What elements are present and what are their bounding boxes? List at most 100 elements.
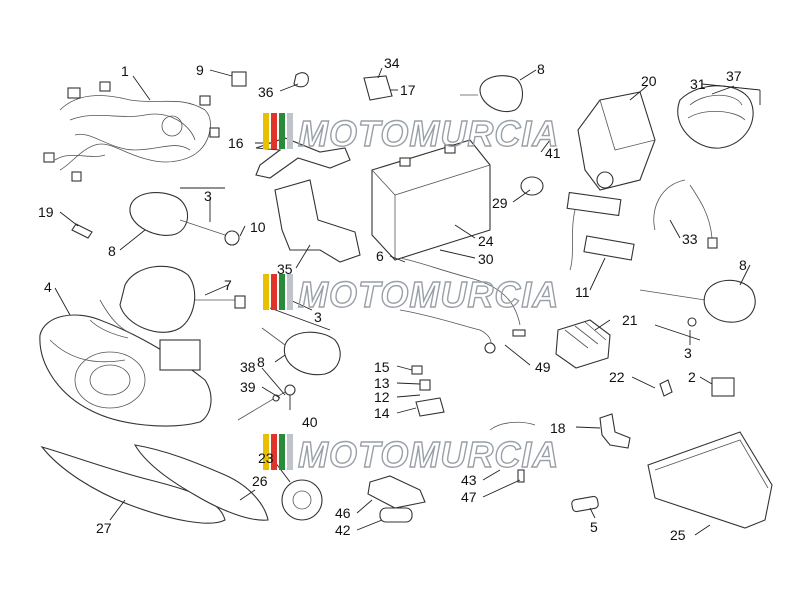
- callout-9: 9: [196, 62, 204, 78]
- callout-24: 24: [478, 233, 494, 249]
- callout-5: 5: [590, 519, 598, 535]
- watermark-top: MOTOMURCIA: [263, 112, 559, 155]
- bracket-part-18: [599, 413, 631, 449]
- leader-lines: [54, 67, 761, 536]
- headlight-part: [39, 314, 212, 427]
- callout-29: 29: [492, 195, 508, 211]
- tail-wire-part: [653, 179, 713, 239]
- callout-41: 41: [545, 145, 561, 161]
- watermark-text: MOTOMURCIA: [298, 274, 559, 315]
- headlight-housing-part: [89, 265, 246, 339]
- cover-part-26: [133, 444, 269, 521]
- callout-46: 46: [335, 505, 351, 521]
- callout-11: 11: [575, 284, 590, 300]
- callout-3-right: 3: [684, 345, 692, 361]
- callout-33: 33: [682, 231, 698, 247]
- callout-4: 4: [44, 279, 52, 295]
- watermark-stripe: [287, 113, 293, 149]
- callout-25: 25: [670, 527, 686, 543]
- callout-1: 1: [121, 63, 129, 79]
- grommet-part: [520, 176, 544, 196]
- callout-19: 19: [38, 204, 54, 220]
- watermark-stripe: [271, 434, 277, 470]
- plate-bracket-part: [583, 235, 635, 261]
- tail-light-part: [677, 85, 754, 149]
- indicator-right-part: [703, 279, 756, 323]
- callout-labels: 1 9 36 34 17 16 8 20 31 37 41 29 33 24 3…: [38, 55, 747, 543]
- callout-49: 49: [535, 359, 551, 375]
- watermark-stripe: [271, 113, 277, 149]
- callout-20: 20: [641, 73, 657, 89]
- rear-bracket-part: [577, 91, 656, 191]
- clip-part-14: [415, 397, 445, 417]
- callout-43: 43: [461, 472, 477, 488]
- callout-21: 21: [622, 312, 638, 328]
- ecu-part: [647, 431, 773, 529]
- watermark-text: MOTOMURCIA: [298, 113, 559, 154]
- capacitor-part-42: [379, 507, 413, 523]
- watermark-middle: MOTOMURCIA: [263, 273, 559, 316]
- sensor-wire-part: [489, 421, 536, 431]
- callout-42: 42: [335, 522, 351, 538]
- callout-18: 18: [550, 420, 566, 436]
- callout-13: 13: [374, 375, 390, 391]
- callout-47: 47: [461, 489, 477, 505]
- indicator-mid-part: [283, 331, 341, 376]
- callout-8-left: 8: [108, 243, 116, 259]
- wiring-harness-part: [43, 81, 220, 182]
- callout-14: 14: [374, 405, 390, 421]
- relay-part-46: [367, 475, 426, 509]
- relay-part-9: [231, 71, 247, 87]
- watermark-stripe: [263, 434, 269, 470]
- callout-2: 2: [688, 369, 696, 385]
- watermark-stripe: [279, 113, 285, 149]
- callout-16: 16: [228, 135, 244, 151]
- callout-8-right: 8: [739, 257, 747, 273]
- watermark-text: MOTOMURCIA: [298, 434, 559, 475]
- callout-8-top: 8: [537, 61, 545, 77]
- watermark-bottom: MOTOMURCIA: [263, 433, 559, 476]
- flasher-relay-part: [363, 75, 393, 101]
- watermark-stripe: [263, 113, 269, 149]
- callout-36: 36: [258, 84, 274, 100]
- plate-light-part: [566, 191, 622, 217]
- callout-15: 15: [374, 359, 390, 375]
- callout-10: 10: [250, 219, 266, 235]
- callout-37: 37: [726, 68, 742, 84]
- regulator-part: [555, 319, 611, 369]
- relay-part-2: [711, 377, 735, 397]
- watermark-stripe: [263, 274, 269, 310]
- bulb-part-19: [71, 223, 93, 239]
- callout-35: 35: [277, 261, 293, 277]
- battery-part: [371, 139, 491, 261]
- socket-part-36: [293, 72, 309, 88]
- indicator-left-part: [129, 192, 226, 236]
- watermark-stripe: [287, 434, 293, 470]
- callout-39: 39: [240, 379, 256, 395]
- callout-23: 23: [258, 450, 274, 466]
- callout-17: 17: [400, 82, 416, 98]
- bulb-part-22: [659, 379, 673, 397]
- callout-6: 6: [376, 248, 384, 264]
- callout-34: 34: [384, 55, 400, 71]
- callout-3-mid: 3: [314, 309, 322, 325]
- callout-7: 7: [224, 277, 232, 293]
- watermark-stripe: [271, 274, 277, 310]
- connector-part-15: [411, 365, 423, 375]
- watermark-stripe: [279, 434, 285, 470]
- callout-38: 38: [240, 359, 256, 375]
- callout-26: 26: [252, 473, 268, 489]
- callout-40: 40: [302, 414, 318, 430]
- bulb-part-10: [224, 230, 240, 246]
- connector-part-13: [419, 379, 431, 391]
- indicator-top-part: [460, 75, 524, 112]
- callout-27: 27: [96, 520, 112, 536]
- watermark-stripe: [279, 274, 285, 310]
- callout-3-left: 3: [204, 188, 212, 204]
- plate-part-5: [571, 495, 599, 513]
- callout-30: 30: [478, 251, 494, 267]
- bracket-part-35: [274, 179, 361, 263]
- callout-12: 12: [374, 389, 390, 405]
- callout-31: 31: [690, 76, 706, 92]
- callout-8-mid: 8: [257, 354, 265, 370]
